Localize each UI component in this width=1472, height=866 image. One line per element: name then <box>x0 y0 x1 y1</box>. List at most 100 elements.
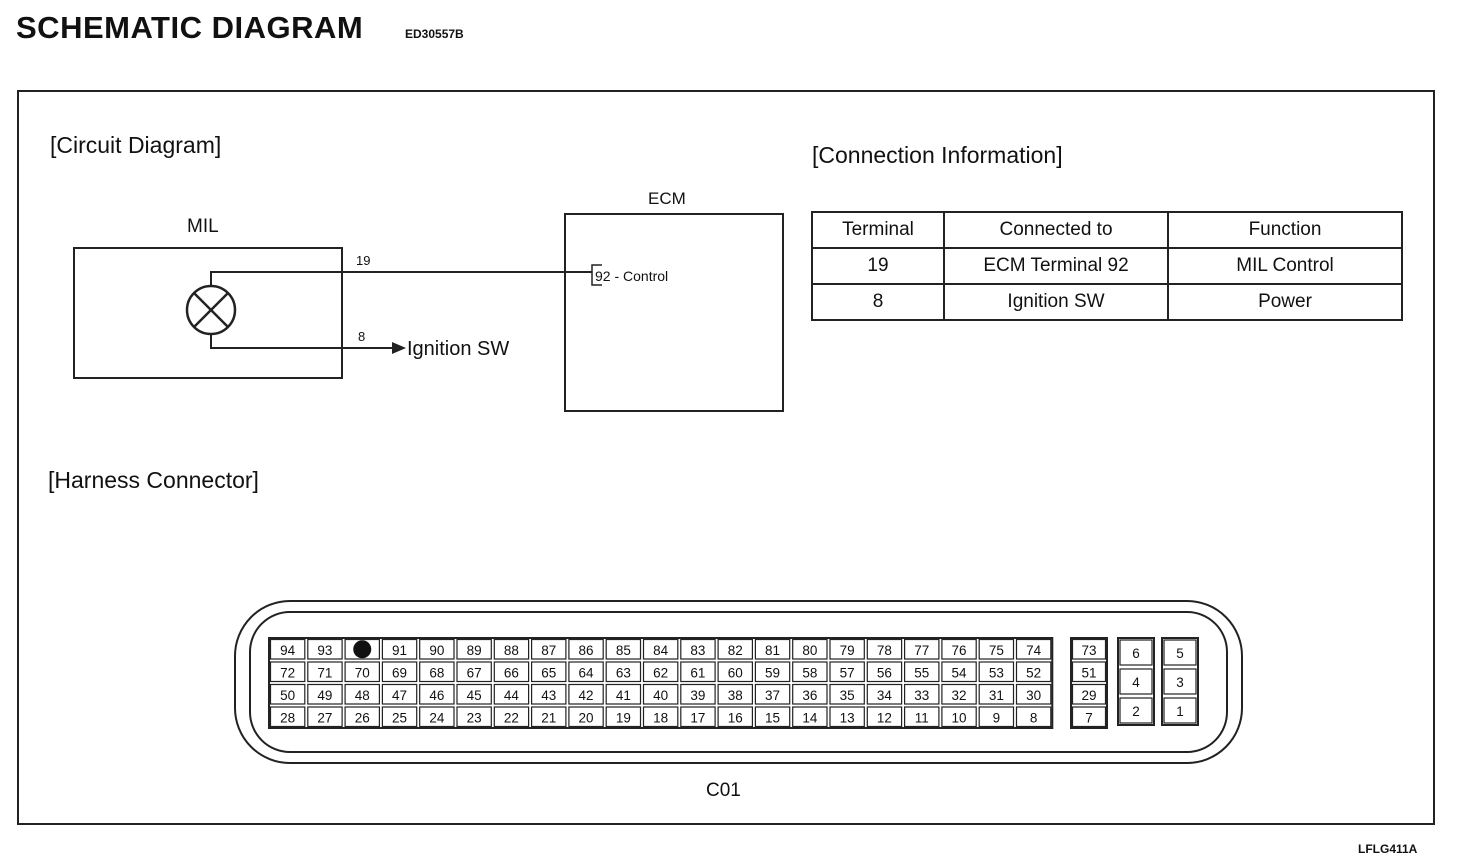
pin-label: 13 <box>840 710 855 725</box>
pin-label: 38 <box>728 688 743 703</box>
pin-label: 20 <box>579 710 594 725</box>
connector-pin <box>493 706 530 728</box>
table-cell: Power <box>1167 283 1403 321</box>
pin-label: 70 <box>355 665 370 680</box>
table-cell: MIL Control <box>1167 247 1403 285</box>
connector-pin <box>642 638 679 660</box>
pin-label: 43 <box>541 688 556 703</box>
connector-pin <box>754 638 791 660</box>
pin-label: 64 <box>579 665 595 680</box>
table-row: 8 Ignition SW Power <box>811 283 1403 321</box>
connector-pin <box>419 683 455 705</box>
connector-pin <box>903 661 940 683</box>
pin-label: 42 <box>579 688 594 703</box>
pin-label: 9 <box>993 710 1001 725</box>
pin-label: 91 <box>392 643 407 658</box>
main-pin-block <box>268 637 1054 729</box>
pin-label: 81 <box>765 643 780 658</box>
connector-pin <box>903 706 940 728</box>
ecm-pin-92-terminal <box>591 264 602 286</box>
small-left-pin-block <box>1117 637 1155 726</box>
pin-label: 41 <box>616 688 631 703</box>
pin-label: 1 <box>1176 704 1184 719</box>
connector-inner-shell <box>249 611 1228 753</box>
pin-label: 71 <box>317 665 332 680</box>
connector-pin <box>493 683 530 705</box>
pin-label: 60 <box>728 665 743 680</box>
pin-label: 55 <box>914 665 929 680</box>
table-header-row: Terminal Connected to Function <box>811 211 1403 249</box>
connector-pin <box>1071 661 1107 683</box>
connector-pin <box>1071 638 1107 660</box>
document-id: ED30557B <box>405 27 464 41</box>
pin-label: 2 <box>1132 704 1140 719</box>
connector-pin <box>493 661 530 683</box>
pin-label: 30 <box>1026 688 1041 703</box>
connector-pin <box>269 706 306 728</box>
connector-pin <box>530 661 567 683</box>
pin-label: 85 <box>616 643 631 658</box>
connector-pin <box>307 638 343 660</box>
mil-label: MIL <box>187 216 219 237</box>
connector-pin <box>1119 697 1153 724</box>
pin-label: 88 <box>504 643 519 658</box>
pin-label: 73 <box>1081 643 1096 658</box>
circuit-diagram-title: [Circuit Diagram] <box>50 132 222 158</box>
pin-label: 37 <box>765 688 780 703</box>
connector-pin <box>792 638 828 660</box>
figure-id: LFLG411A <box>1358 842 1418 856</box>
connector-pin <box>419 661 455 683</box>
wire-19 <box>210 271 592 286</box>
pin-label: 84 <box>653 643 669 658</box>
pin-label: 59 <box>765 665 780 680</box>
pin-label: 72 <box>280 665 295 680</box>
pin-label: 25 <box>392 710 407 725</box>
pin-label: 3 <box>1176 675 1184 690</box>
header-terminal: Terminal <box>811 211 945 249</box>
pin-label: 21 <box>541 710 556 725</box>
ecm-pin-label: 92 - Control <box>595 268 669 284</box>
pin-label: 62 <box>653 665 668 680</box>
connector-pin <box>792 683 828 705</box>
pin-label: 33 <box>914 688 929 703</box>
pin-label: 93 <box>317 643 332 658</box>
pin-label: 46 <box>429 688 444 703</box>
connector-pin <box>307 683 343 705</box>
connector-pin <box>605 661 642 683</box>
pin-label: 14 <box>802 710 818 725</box>
harness-connector-title: [Harness Connector] <box>48 467 259 493</box>
connector-pin <box>1015 706 1052 728</box>
pin-label: 24 <box>429 710 445 725</box>
side-pin-block <box>1070 637 1108 729</box>
connector-pin <box>381 638 418 660</box>
pin-label: 5 <box>1176 646 1184 661</box>
connector-pin <box>456 661 492 683</box>
wire-19-label: 19 <box>356 253 371 268</box>
connector-pin <box>717 706 753 728</box>
connection-information-title: [Connection Information] <box>812 142 1063 168</box>
pin-label: 16 <box>728 710 743 725</box>
highlighted-pin-dot <box>353 640 372 659</box>
arrow-icon <box>392 342 406 354</box>
connector-pin <box>903 683 940 705</box>
connector-pin <box>1119 639 1153 666</box>
connector-pin <box>754 683 791 705</box>
connector-outer-shell <box>234 600 1243 764</box>
connector-pin <box>642 683 679 705</box>
pin-label: 6 <box>1132 646 1140 661</box>
connector-pin <box>605 706 642 728</box>
connector-pin <box>792 661 828 683</box>
connector-pin <box>941 638 977 660</box>
connector-pin <box>978 683 1015 705</box>
connector-pin <box>680 661 716 683</box>
pin-label: 63 <box>616 665 631 680</box>
pin-label: 75 <box>989 643 1004 658</box>
connector-pin <box>1163 697 1197 724</box>
connector-pin <box>978 706 1015 728</box>
connector-pin <box>717 683 753 705</box>
connector-pin <box>941 706 977 728</box>
connector-pin <box>866 661 903 683</box>
pin-label: 40 <box>653 688 668 703</box>
connector-pin <box>568 661 604 683</box>
